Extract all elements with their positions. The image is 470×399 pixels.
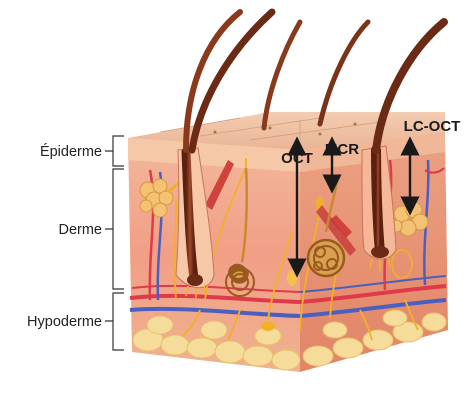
bracket-hypodermis <box>105 293 124 350</box>
label-oct: OCT <box>281 150 313 167</box>
bracket-dermis <box>105 169 124 289</box>
label-hypodermis: Hypoderme <box>27 314 102 330</box>
layer-brackets <box>105 136 124 350</box>
label-epidermis: Épiderme <box>40 143 102 160</box>
label-mcr: MCR <box>325 141 359 158</box>
label-dermis: Derme <box>58 222 102 238</box>
bracket-epidermis <box>105 136 124 166</box>
label-lc-oct: LC-OCT <box>404 118 461 135</box>
hair-shaft-4 <box>320 22 368 124</box>
